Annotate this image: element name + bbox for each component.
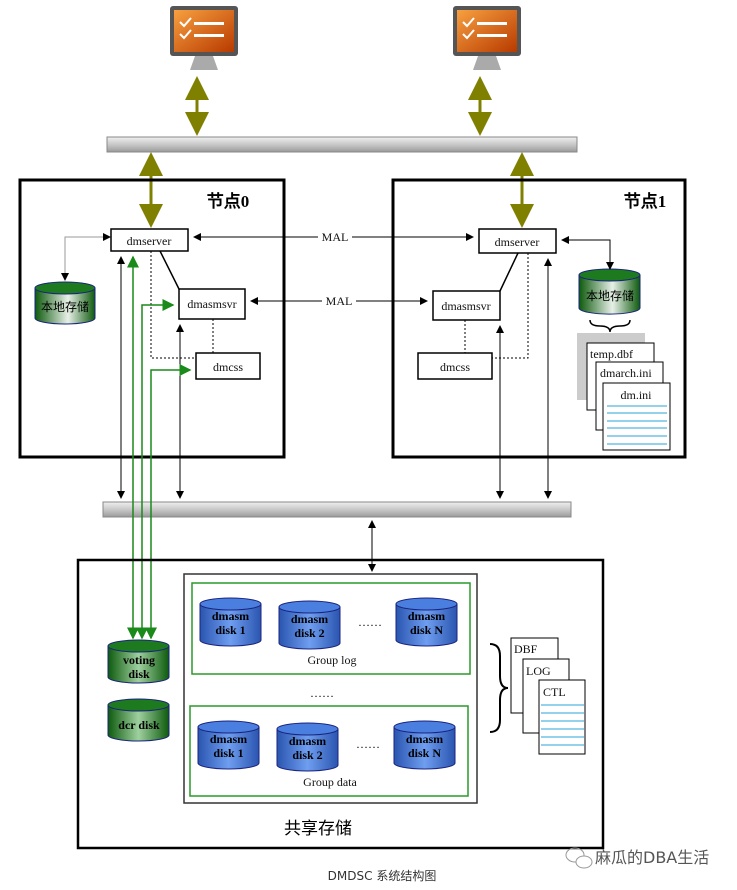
file-dm-ini: dm.ini <box>602 382 671 451</box>
client-monitor-icon <box>170 6 238 70</box>
svg-text:dm.ini: dm.ini <box>620 388 652 402</box>
brace-icon <box>489 643 509 733</box>
dmasmsvr-label: dmasmsvr <box>441 299 490 313</box>
dmasm-disk-cylinder: dmasm disk N <box>395 597 458 647</box>
dmasm-disk-cylinder: dmasm disk N <box>393 720 456 770</box>
dcr-disk-cylinder: dcr disk <box>107 698 170 742</box>
dmasm-disk-cylinder: dmasm disk 1 <box>197 720 260 770</box>
mal-links: MAL MAL <box>193 230 474 308</box>
client-monitor-icon <box>453 6 521 70</box>
shared-storage-title: 共享存储 <box>284 819 352 838</box>
svg-text:disk 2: disk 2 <box>294 626 324 640</box>
local-storage-cylinder: 本地存储 <box>34 281 96 325</box>
svg-text:……: …… <box>356 737 380 751</box>
dmcss-box <box>417 352 493 380</box>
svg-text:dcr disk: dcr disk <box>118 718 160 732</box>
group-log <box>191 582 471 675</box>
file-ctl: CTL <box>538 679 586 755</box>
storage-links <box>117 255 552 640</box>
shared-storage: 共享存储 voting disk dcr disk Group log Grou… <box>76 558 605 850</box>
svg-text:Group log: Group log <box>308 653 357 667</box>
svg-text:dmarch.ini: dmarch.ini <box>600 366 652 380</box>
client-links <box>139 76 534 228</box>
dmcss-label: dmcss <box>213 360 243 374</box>
svg-text:dmasm: dmasm <box>291 612 328 626</box>
dmasm-disk-cylinder: dmasm disk 1 <box>199 597 262 647</box>
svg-text:dmasm: dmasm <box>212 609 249 623</box>
node-1: 节点1 dmserver dmasmsvr dmcss 本地存储 temp.db… <box>391 178 687 459</box>
svg-text:CTL: CTL <box>543 685 566 699</box>
dmasmsvr-label: dmasmsvr <box>187 297 236 311</box>
brace-icon <box>589 319 631 333</box>
svg-text:本地存储: 本地存储 <box>41 299 89 314</box>
node-1-title: 节点1 <box>624 191 667 211</box>
dmserver-label: dmserver <box>127 234 172 248</box>
voting-disk-cylinder: voting disk <box>107 639 170 684</box>
group-data <box>189 705 469 797</box>
svg-text:voting: voting <box>123 653 155 667</box>
svg-text:本地存储: 本地存储 <box>586 288 634 303</box>
dmasm-disk-cylinder: dmasm disk 2 <box>278 600 341 650</box>
dmcss-box <box>195 352 261 380</box>
dmserver-box <box>110 228 189 252</box>
svg-text:dmasm: dmasm <box>210 732 247 746</box>
dmasm-disk-cylinder: dmasm disk 2 <box>276 722 339 772</box>
node-0-title: 节点0 <box>207 191 250 211</box>
svg-text:disk 2: disk 2 <box>292 748 322 762</box>
watermark: 麻瓜的DBA生活 <box>595 848 709 867</box>
top-network-bus <box>106 136 578 153</box>
wechat-icon <box>565 847 593 869</box>
svg-text:LOG: LOG <box>526 664 551 678</box>
dmasmsvr-box <box>178 288 246 320</box>
bottom-network-bus <box>102 501 572 518</box>
svg-text:MAL: MAL <box>326 294 353 308</box>
svg-text:……: …… <box>310 686 334 700</box>
svg-text:temp.dbf: temp.dbf <box>590 347 633 361</box>
svg-text:MAL: MAL <box>322 230 349 244</box>
svg-text:Group data: Group data <box>303 775 357 789</box>
svg-text:……: …… <box>358 615 382 629</box>
svg-text:dmasm: dmasm <box>406 732 443 746</box>
svg-text:disk N: disk N <box>410 623 443 637</box>
svg-text:disk N: disk N <box>408 746 441 760</box>
dmserver-label: dmserver <box>495 235 540 249</box>
figure-caption: DMDSC 系统结构图 <box>328 868 437 883</box>
dmasmsvr-box <box>432 290 501 321</box>
dmserver-box <box>478 228 557 254</box>
svg-text:disk 1: disk 1 <box>213 746 243 760</box>
svg-text:disk 1: disk 1 <box>215 623 245 637</box>
local-storage-cylinder: 本地存储 <box>578 268 641 315</box>
node-0: 节点0 dmserver dmasmsvr dmcss 本地存储 <box>18 178 286 459</box>
svg-text:disk: disk <box>128 667 150 681</box>
svg-text:dmasm: dmasm <box>289 734 326 748</box>
svg-text:dmasm: dmasm <box>408 609 445 623</box>
svg-text:DBF: DBF <box>514 642 538 656</box>
dmcss-label: dmcss <box>440 360 470 374</box>
